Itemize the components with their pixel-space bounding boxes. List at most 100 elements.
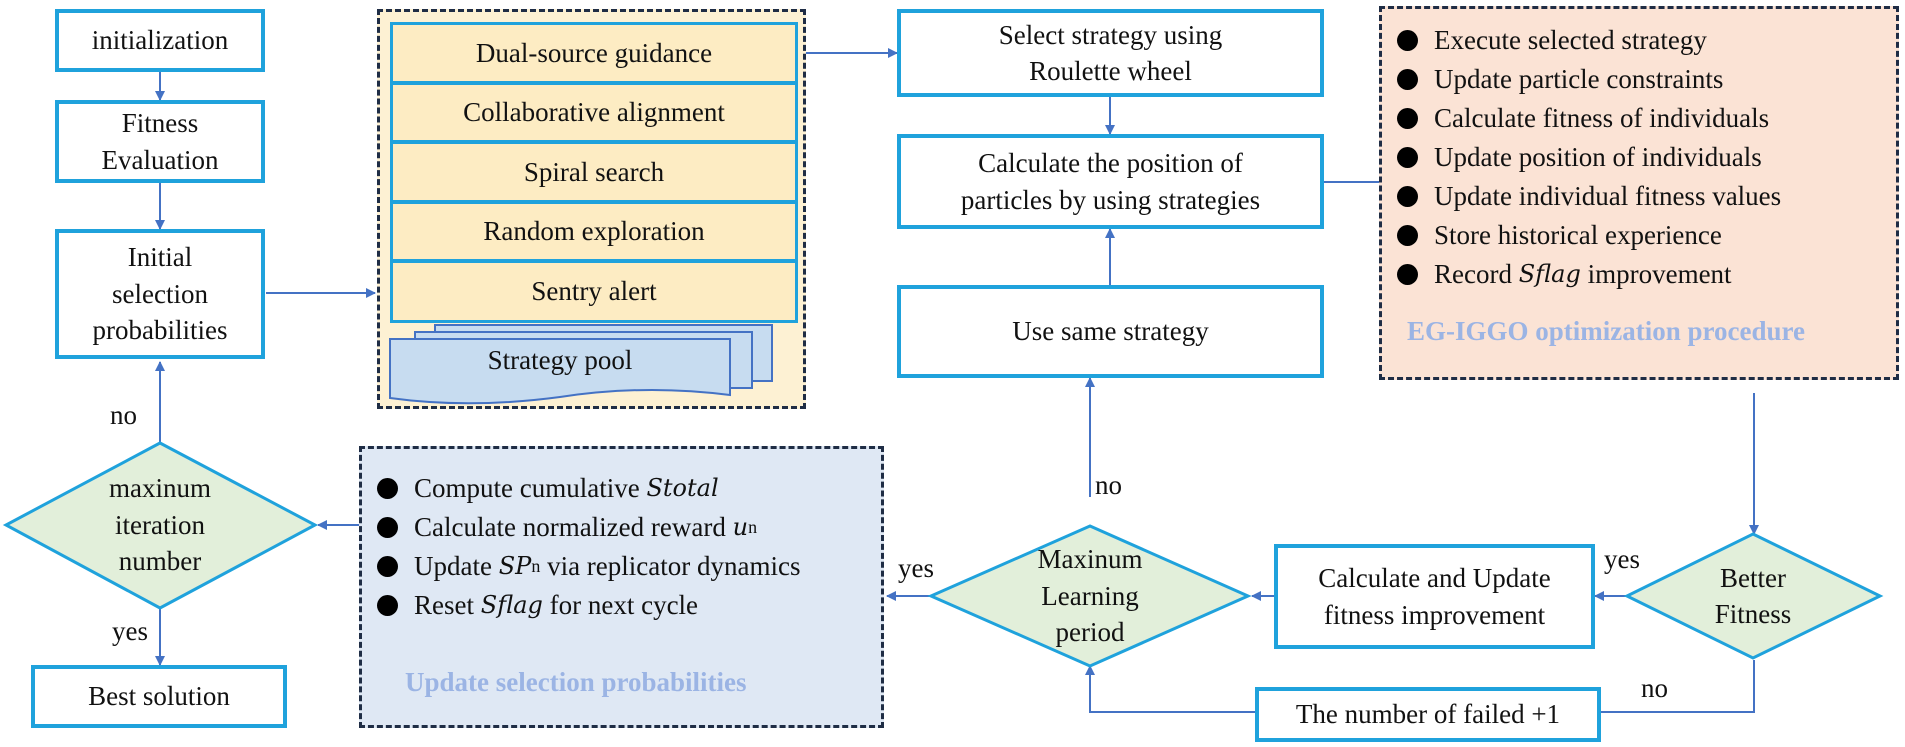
decision-better-fitness — [1623, 532, 1884, 660]
eg-step-text: Update position of individuals — [1434, 142, 1762, 172]
calculate-position-line2: particles by using strategies — [960, 184, 1261, 215]
better-fitness-line2: Fitness — [1714, 599, 1792, 629]
arrow-failed-to-maxlearn — [1085, 665, 1263, 713]
eg-step-item: Update position of individuals — [1397, 138, 1781, 177]
bullet-icon — [1397, 30, 1418, 51]
update-step-text: Update — [414, 551, 499, 581]
eg-step-item: Store historical experience — [1397, 216, 1781, 255]
edge-label-yes-left: yes — [112, 616, 148, 646]
bullet-icon — [377, 478, 398, 499]
strategy-sentry-alert: Sentry alert — [390, 260, 798, 323]
eg-step-text-tail: improvement — [1580, 259, 1732, 289]
failed-count-label: The number of failed +1 — [1295, 699, 1561, 730]
strategy-spiral-search: Spiral search — [390, 141, 798, 203]
calculate-position-line1: Calculate the position of — [978, 148, 1243, 179]
eg-step-item: Calculate fitness of individuals — [1397, 99, 1781, 138]
update-step-math: u — [732, 513, 749, 541]
initial-selection-line3: probabilities — [92, 315, 228, 346]
best-solution-label: Best solution — [88, 681, 230, 712]
update-step-math: Stotal — [646, 474, 719, 502]
bullet-icon — [1397, 225, 1418, 246]
update-step-text: Compute cumulative — [414, 473, 647, 503]
calc-update-line2: fitness improvement — [1323, 599, 1546, 630]
eg-step-text: Execute selected strategy — [1434, 25, 1707, 55]
strategy-pool-label: Strategy pool — [487, 345, 633, 375]
strategy-collaborative-alignment: Collaborative alignment — [390, 82, 798, 143]
eg-step-item: Update individual fitness values — [1397, 177, 1781, 216]
eg-step-text: Update particle constraints — [1434, 64, 1724, 94]
update-step-text-tail: via replicator dynamics — [540, 551, 801, 581]
select-strategy-box: Select strategy using Roulette wheel — [897, 9, 1324, 97]
max-learning-label: Maxinum Learning period — [990, 541, 1190, 651]
eg-step-item: Update particle constraints — [1397, 60, 1781, 99]
max-iteration-line3: number — [118, 546, 202, 577]
select-strategy-line2: Roulette wheel — [1029, 56, 1192, 86]
eg-iggo-caption: EG-IGGO optimization procedure — [1407, 316, 1805, 346]
update-step-subscript: n — [531, 556, 541, 576]
strategy-pool-panel: Dual-source guidance Collaborative align… — [377, 9, 806, 409]
better-fitness-line1: Better — [1720, 562, 1786, 593]
decision-max-learning — [927, 524, 1252, 668]
update-step-math: SP — [498, 552, 532, 580]
calculate-position-box: Calculate the position of particles by u… — [897, 134, 1324, 229]
bullet-icon — [1397, 69, 1418, 90]
fitness-label-line1: Fitness — [121, 108, 199, 139]
select-strategy-line1: Select strategy using — [998, 19, 1223, 50]
update-step-text: Reset — [414, 590, 481, 620]
update-selection-caption: Update selection probabilities — [405, 667, 747, 697]
update-step-math: Sflag — [480, 591, 543, 619]
best-solution-box: Best solution — [31, 665, 287, 728]
initial-selection-line1: Initial — [127, 242, 193, 273]
eg-step-text: Store historical experience — [1434, 220, 1722, 250]
better-fitness-label: Better Fitness — [1673, 556, 1833, 636]
strategy-random-exploration: Random exploration — [390, 201, 798, 262]
fitness-label-line2: Evaluation — [101, 144, 219, 175]
bullet-icon — [377, 556, 398, 577]
eg-step-item: Execute selected strategy — [1397, 21, 1781, 60]
max-learning-line2: Learning — [1041, 580, 1139, 611]
initial-selection-box: Initial selection probabilities — [55, 229, 265, 359]
fitness-evaluation-box: Fitness Evaluation — [55, 100, 265, 183]
max-iteration-line1: maxinum — [109, 473, 211, 504]
strategy-dual-source: Dual-source guidance — [390, 22, 798, 84]
eg-step-text: Record — [1434, 259, 1519, 289]
update-step-item: Reset Sflag for next cycle — [377, 586, 800, 625]
bullet-icon — [1397, 108, 1418, 129]
edge-label-yes-mid: yes — [898, 553, 934, 583]
max-learning-line3: period — [1055, 617, 1125, 648]
update-step-subscript: n — [748, 517, 758, 537]
failed-count-box: The number of failed +1 — [1255, 687, 1601, 742]
max-learning-line1: Maxinum — [1037, 544, 1143, 575]
eg-step-item: Record Sflag improvement — [1397, 255, 1781, 294]
eg-step-text: Calculate fitness of individuals — [1434, 103, 1770, 133]
update-step-item: Compute cumulative Stotal — [377, 469, 800, 508]
decision-max-iteration — [2, 441, 319, 610]
calc-update-fitness-box: Calculate and Update fitness improvement — [1274, 544, 1595, 649]
update-step-text-tail: for next cycle — [542, 590, 699, 620]
bullet-icon — [1397, 186, 1418, 207]
use-same-strategy-box: Use same strategy — [897, 285, 1324, 378]
eg-step-text: Update individual fitness values — [1434, 181, 1782, 211]
use-same-strategy-label: Use same strategy — [1012, 316, 1209, 347]
max-iteration-line2: iteration — [115, 509, 205, 540]
initialization-label: initialization — [91, 25, 229, 56]
bullet-icon — [1397, 147, 1418, 168]
bullet-icon — [377, 517, 398, 538]
update-step-text: Calculate normalized reward — [414, 512, 733, 542]
eg-step-math: Sflag — [1518, 260, 1581, 288]
edge-label-no-left: no — [110, 400, 137, 430]
strategy-pool-stack-icon — [389, 324, 773, 405]
bullet-icon — [377, 595, 398, 616]
calc-update-line1: Calculate and Update — [1318, 563, 1551, 594]
max-iteration-label: maxinum iteration number — [60, 470, 260, 580]
initial-selection-line2: selection — [112, 278, 208, 309]
edge-label-no-mid: no — [1095, 470, 1122, 500]
bullet-icon — [1397, 264, 1418, 285]
